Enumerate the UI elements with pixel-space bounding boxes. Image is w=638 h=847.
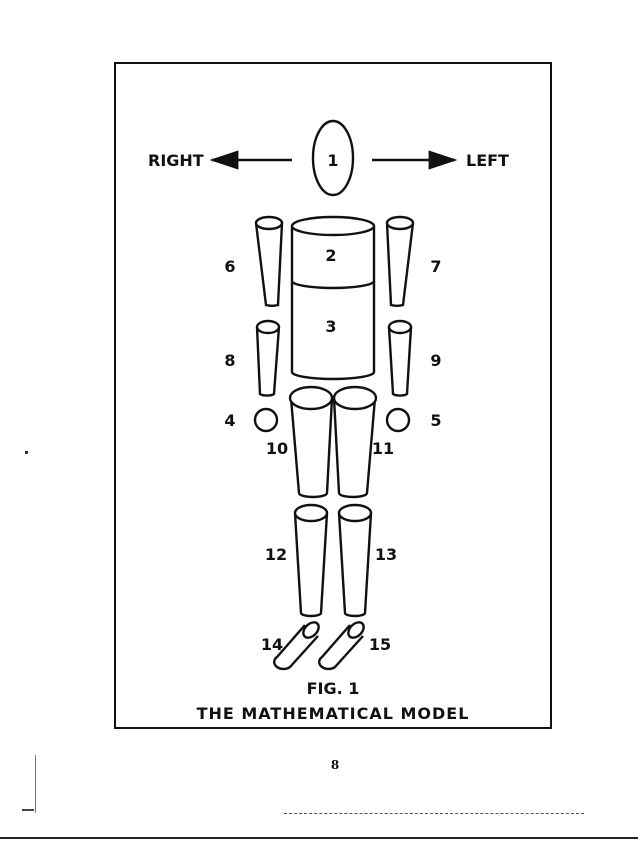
segment-label-11: 11 [372, 439, 394, 458]
segment-label-3: 3 [325, 317, 336, 336]
figure-caption-title: THE MATHEMATICAL MODEL [197, 704, 470, 723]
segment-15-left-foot [318, 621, 365, 671]
segment-7-left-upper-arm [385, 215, 415, 307]
segment-label-5: 5 [430, 411, 441, 430]
segment-label-10: 10 [266, 439, 288, 458]
segment-label-2: 2 [325, 246, 336, 265]
footer-dashed-rule [284, 813, 584, 814]
segment-label-13: 13 [375, 545, 397, 564]
segment-label-4: 4 [224, 411, 235, 430]
segment-8-right-forearm [255, 319, 281, 397]
segment-12-right-leg [293, 503, 329, 618]
segment-13-left-leg [337, 503, 373, 618]
segment-1-head [311, 119, 355, 197]
segment-10-right-thigh [288, 385, 334, 499]
segment-label-15: 15 [369, 635, 391, 654]
segment-9-left-forearm [387, 319, 413, 397]
segment-label-9: 9 [430, 351, 441, 370]
right-direction-label: RIGHT [148, 151, 204, 170]
left-margin-scan-mark [35, 755, 36, 813]
segment-label-6: 6 [224, 257, 235, 276]
torso-cylinder [290, 215, 376, 381]
page-number: 8 [330, 758, 340, 772]
left-direction-label: LEFT [466, 151, 509, 170]
bottom-rule [0, 837, 638, 839]
segment-label-1: 1 [327, 151, 338, 170]
segment-label-8: 8 [224, 351, 235, 370]
left-margin-scan-dash [22, 809, 34, 811]
segment-label-14: 14 [261, 635, 283, 654]
figure-caption-number: FIG. 1 [307, 679, 360, 698]
segment-6-right-upper-arm [254, 215, 284, 307]
segment-label-7: 7 [430, 257, 441, 276]
segment-4-right-hand [253, 407, 279, 433]
segment-11-left-thigh [332, 385, 378, 499]
scan-speck [25, 451, 28, 454]
figure-frame [114, 62, 552, 729]
segment-14-right-foot [273, 621, 320, 671]
segment-label-12: 12 [265, 545, 287, 564]
segment-5-left-hand [385, 407, 411, 433]
